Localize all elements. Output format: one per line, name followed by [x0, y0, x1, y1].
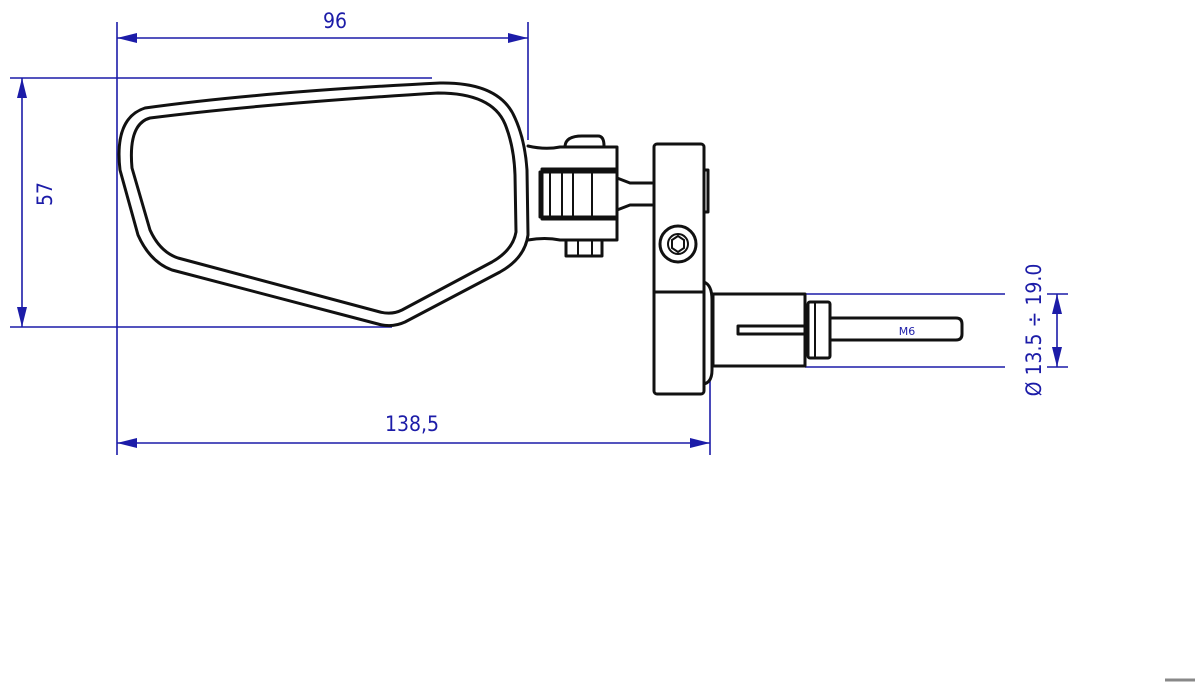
- dimension-diameter: Ø 13.5 ÷ 19.0: [805, 264, 1068, 397]
- dimension-label-diameter: Ø 13.5 ÷ 19.0: [1022, 264, 1046, 397]
- bar-end-insert: M6: [711, 292, 964, 368]
- dimension-label-138-5: 138,5: [385, 412, 439, 436]
- thread-label-m6: M6: [899, 325, 916, 338]
- dimension-label-96: 96: [323, 9, 347, 33]
- pivot-clevis: [526, 134, 654, 258]
- hex-bolt-icon: [658, 224, 698, 264]
- dimension-height-57: 57: [10, 77, 432, 328]
- dimension-label-57: 57: [33, 182, 57, 206]
- dimension-length-138-5: 138,5: [117, 380, 711, 455]
- dimension-width-96: 96: [116, 9, 529, 455]
- clamp-block: [652, 142, 714, 396]
- mirror-head: [117, 81, 530, 328]
